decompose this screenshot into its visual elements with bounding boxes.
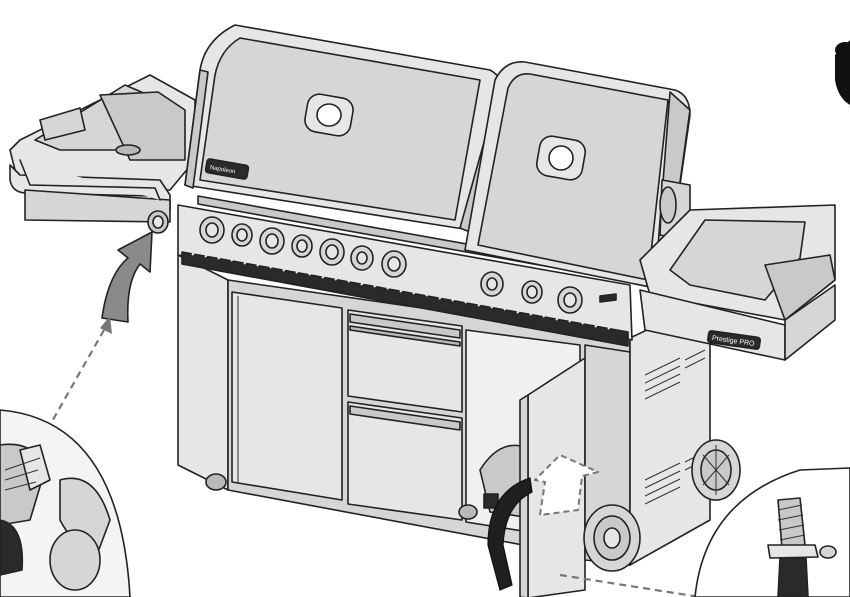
grill-lid-right	[464, 61, 691, 291]
cover-corner	[835, 40, 850, 105]
model-badge	[707, 330, 761, 350]
zoom-detail-right	[694, 467, 850, 597]
control-knobs[interactable]	[199, 216, 583, 314]
brand-badge-lid: Napoleon	[209, 165, 235, 175]
door-swing-arrow	[487, 477, 533, 591]
curved-action-arrow	[101, 231, 153, 323]
zoom-detail-left	[0, 409, 131, 597]
brand-badge-text: Napoleon	[209, 165, 235, 175]
left-side-shelf	[9, 74, 196, 223]
hollow-dashed-arrow	[534, 454, 599, 516]
grill-lid-left	[184, 24, 511, 233]
side-vents	[644, 349, 706, 505]
right-side-shelf	[639, 204, 836, 361]
gas-inlet-fitting	[147, 210, 169, 234]
cart-wheels	[583, 439, 741, 572]
